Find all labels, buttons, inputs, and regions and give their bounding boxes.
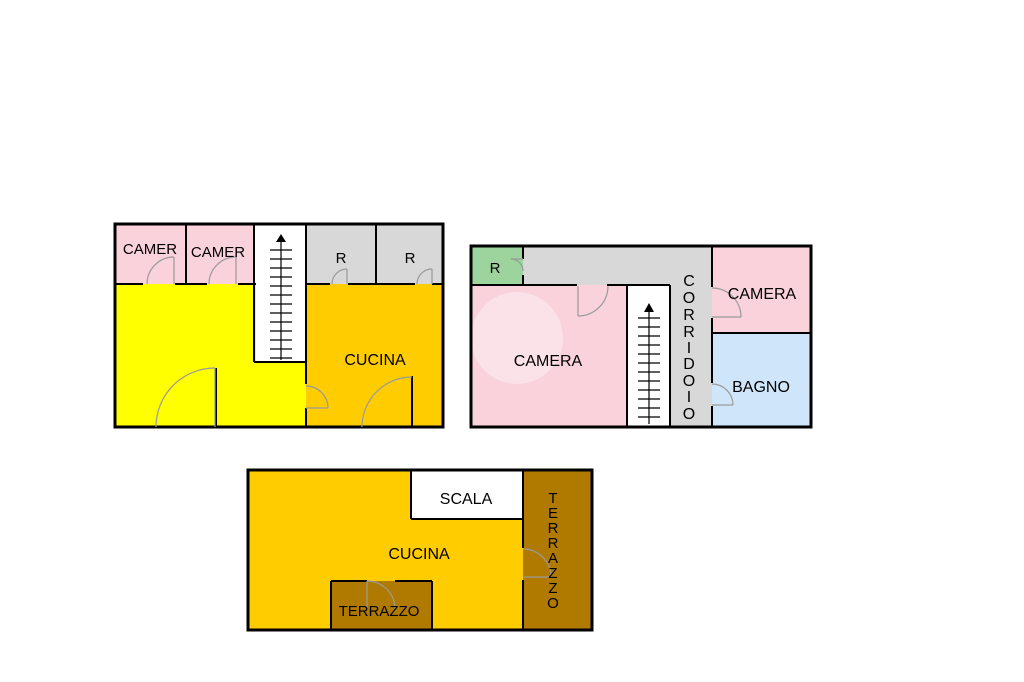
floor-2-camera-top-fill: [712, 246, 811, 333]
floor-1-camera-right-fill: [186, 224, 254, 284]
floor-2-plan: R CAMERA CAMERA BAGNO C O R R I D O I O: [469, 244, 813, 429]
corridor-letter: I: [687, 340, 691, 357]
corridor-letter: O: [683, 373, 695, 390]
terrace-letter: R: [548, 520, 559, 537]
floor-2-stair-arrow-icon: [644, 303, 654, 312]
floor-1-doors: [146, 256, 433, 428]
corridor-letter: D: [683, 356, 695, 373]
floor-2-bathroom-label: BAGNO: [732, 379, 790, 396]
floor-1-closet-left-fill: [306, 224, 376, 284]
terrace-letter: T: [548, 490, 557, 507]
floor-1-kitchen-fill: [306, 284, 443, 427]
terrace-letter: Z: [548, 580, 557, 597]
floor-2-corridor-label: C O R R I D O I O: [683, 273, 695, 423]
floor-2-stair-treads: [638, 310, 660, 424]
floor-3-stairs-fill: [411, 470, 523, 519]
corridor-letter: R: [683, 324, 695, 341]
floor-2-camera-top-label: CAMERA: [728, 286, 797, 303]
floor-1-camera-left-label: CAMER: [123, 241, 177, 258]
floor-1-closet-right-label: R: [405, 250, 416, 267]
floor-3-outer-wall: [246, 468, 594, 632]
floor-1-stair-arrow-icon: [276, 234, 286, 242]
floor-3-terrace-bottom-label: TERRAZZO: [339, 603, 420, 620]
corridor-letter: O: [683, 406, 695, 423]
floor-1-plan: CAMER CAMER R R CUCINA: [113, 222, 445, 429]
terrace-letter: R: [548, 535, 559, 552]
floor-2-inner-walls: [471, 246, 811, 427]
floor-3-kitchen-label: CUCINA: [388, 546, 450, 563]
floor-2-closet-fill: [471, 246, 523, 285]
floor-3-terrace-side-label: T E R R A Z Z O: [547, 490, 559, 612]
corridor-letter: O: [683, 290, 695, 307]
floor-2-bathroom-fill: [712, 333, 811, 427]
corridor-letter: R: [683, 307, 695, 324]
floor-1-outer-wall: [113, 222, 445, 429]
floor-2-corridor-side-fill: [670, 285, 712, 427]
floor-3-doors: [366, 548, 552, 610]
floor-2-outer-wall: [469, 244, 813, 429]
terrace-letter: O: [547, 595, 559, 612]
floor-2-camera-main-label: CAMERA: [514, 353, 583, 370]
watermark-logo: [471, 292, 563, 384]
corridor-letter: I: [687, 389, 691, 406]
floor-3-terrace-bottom-fill: [331, 581, 432, 630]
corridor-letter: C: [683, 273, 695, 290]
terrace-letter: A: [548, 550, 558, 567]
floor-1-stair-treads: [270, 240, 292, 360]
terrace-letter: E: [548, 505, 558, 522]
floor-2-doors: [510, 258, 742, 406]
floor-2-camera-main-fill: [471, 285, 627, 427]
terrace-letter: Z: [548, 565, 557, 582]
floor-3-terrace-side-fill: [523, 470, 592, 630]
floor-1-kitchen-label: CUCINA: [344, 352, 406, 369]
floor-2-closet-label: R: [490, 260, 501, 277]
floor-1-closet-left-label: R: [336, 250, 347, 267]
floor-2-corridor-top-fill: [523, 246, 712, 285]
floor-1-camera-right-label: CAMER: [191, 244, 245, 261]
floor-3-inner-walls: [330, 470, 524, 630]
floor-1-inner-walls: [115, 224, 443, 427]
floor-3-stairs-label: SCALA: [440, 491, 493, 508]
floor-3-plan: SCALA CUCINA TERRAZZO T E R R A Z Z O: [246, 468, 594, 632]
